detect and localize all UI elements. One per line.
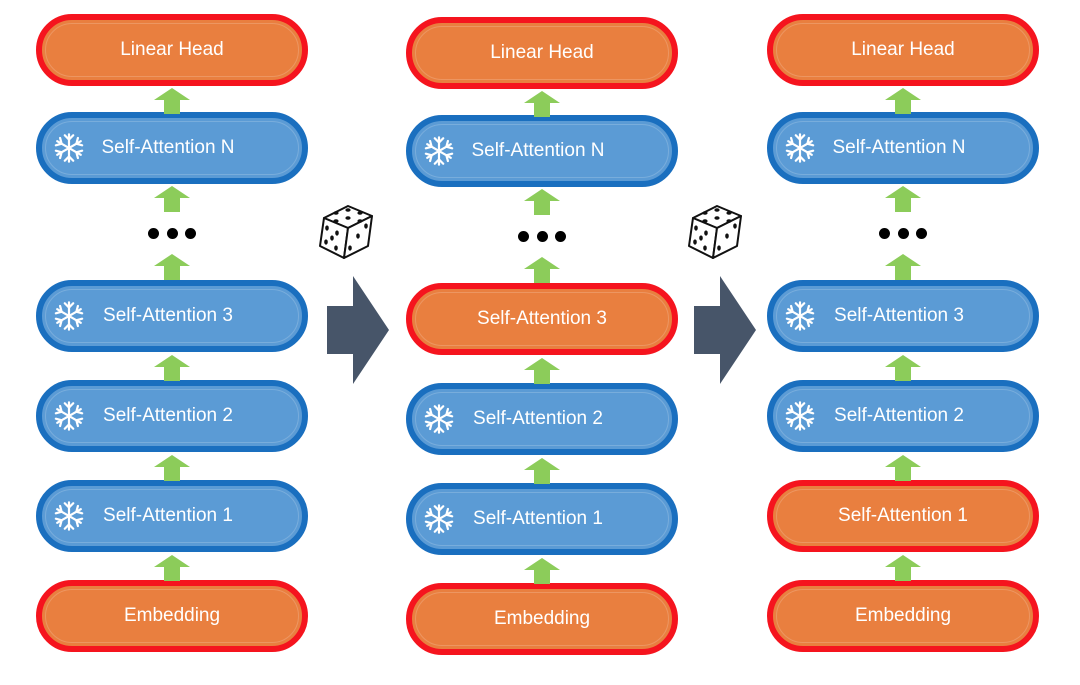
dice-icon bbox=[683, 200, 747, 264]
dot bbox=[879, 227, 890, 239]
up-arrow-icon bbox=[154, 455, 190, 481]
snowflake-icon bbox=[52, 131, 86, 165]
layer-self-attention-n-frozen: Self-Attention N bbox=[36, 112, 308, 184]
ellipsis bbox=[879, 226, 927, 240]
layer-label: Self-Attention N bbox=[832, 137, 966, 158]
snowflake-icon bbox=[52, 499, 86, 533]
snowflake-icon bbox=[783, 299, 817, 333]
dot bbox=[897, 227, 909, 239]
up-arrow-icon bbox=[885, 254, 921, 280]
layer-linear-head-trainable: Linear Head bbox=[406, 17, 678, 89]
up-arrow-icon bbox=[524, 91, 560, 117]
layer-label: Self-Attention 1 bbox=[103, 505, 233, 526]
snowflake-icon bbox=[783, 131, 817, 165]
layer-label: Self-Attention 2 bbox=[103, 405, 233, 426]
layer-self-attention-1-frozen: Self-Attention 1 bbox=[36, 480, 308, 552]
model-column-3: Linear Head Self-Attention N bbox=[767, 0, 1039, 682]
right-arrow-icon bbox=[694, 276, 756, 384]
layer-label: Self-Attention 1 bbox=[838, 505, 968, 526]
snowflake-icon bbox=[52, 399, 86, 433]
up-arrow-icon bbox=[154, 355, 190, 381]
up-arrow-icon bbox=[524, 358, 560, 384]
dice-icon bbox=[314, 200, 378, 264]
ellipsis bbox=[148, 226, 196, 240]
up-arrow-icon bbox=[154, 186, 190, 212]
layer-label: Self-Attention 2 bbox=[473, 408, 603, 429]
dot bbox=[916, 227, 927, 239]
layer-label: Embedding bbox=[123, 605, 221, 626]
up-arrow-icon bbox=[154, 555, 190, 581]
layer-self-attention-2-frozen: Self-Attention 2 bbox=[36, 380, 308, 452]
snowflake-icon bbox=[422, 402, 456, 436]
layer-label: Embedding bbox=[493, 608, 591, 629]
snowflake-icon bbox=[52, 299, 86, 333]
up-arrow-icon bbox=[885, 455, 921, 481]
layer-label: Self-Attention 2 bbox=[834, 405, 964, 426]
layer-self-attention-3-frozen: Self-Attention 3 bbox=[36, 280, 308, 352]
up-arrow-icon bbox=[154, 88, 190, 114]
layer-linear-head-trainable: Linear Head bbox=[36, 14, 308, 86]
up-arrow-icon bbox=[885, 555, 921, 581]
layer-self-attention-1-frozen: Self-Attention 1 bbox=[406, 483, 678, 555]
layer-embedding-trainable: Embedding bbox=[406, 583, 678, 655]
layer-linear-head-trainable: Linear Head bbox=[767, 14, 1039, 86]
layer-label: Embedding bbox=[854, 605, 952, 626]
layer-label: Linear Head bbox=[490, 42, 594, 63]
up-arrow-icon bbox=[885, 355, 921, 381]
layer-label: Linear Head bbox=[851, 39, 955, 60]
layer-label: Self-Attention 3 bbox=[103, 305, 233, 326]
layer-self-attention-1-trainable: Self-Attention 1 bbox=[767, 480, 1039, 552]
layer-self-attention-3-frozen: Self-Attention 3 bbox=[767, 280, 1039, 352]
layer-self-attention-2-frozen: Self-Attention 2 bbox=[767, 380, 1039, 452]
up-arrow-icon bbox=[524, 257, 560, 283]
dot bbox=[536, 230, 548, 242]
layer-self-attention-2-frozen: Self-Attention 2 bbox=[406, 383, 678, 455]
model-column-1: Linear Head Self-Attention N bbox=[36, 0, 308, 682]
up-arrow-icon bbox=[154, 254, 190, 280]
layer-self-attention-n-frozen: Self-Attention N bbox=[406, 115, 678, 187]
layer-self-attention-3-trainable: Self-Attention 3 bbox=[406, 283, 678, 355]
snowflake-icon bbox=[422, 134, 456, 168]
snowflake-icon bbox=[422, 502, 456, 536]
dot bbox=[148, 227, 159, 239]
snowflake-icon bbox=[783, 399, 817, 433]
ellipsis bbox=[518, 229, 566, 243]
up-arrow-icon bbox=[524, 558, 560, 584]
up-arrow-icon bbox=[524, 458, 560, 484]
right-arrow-icon bbox=[327, 276, 389, 384]
dot bbox=[555, 230, 566, 242]
layer-label: Self-Attention 3 bbox=[834, 305, 964, 326]
up-arrow-icon bbox=[524, 189, 560, 215]
dot bbox=[185, 227, 196, 239]
model-column-2: Linear Head Self-Attention N Self-Attenti… bbox=[406, 3, 678, 685]
layer-label: Self-Attention 1 bbox=[473, 508, 603, 529]
dot bbox=[518, 230, 529, 242]
layer-label: Self-Attention 3 bbox=[477, 308, 607, 329]
up-arrow-icon bbox=[885, 186, 921, 212]
up-arrow-icon bbox=[885, 88, 921, 114]
layer-embedding-trainable: Embedding bbox=[767, 580, 1039, 652]
layer-embedding-trainable: Embedding bbox=[36, 580, 308, 652]
layer-label: Linear Head bbox=[120, 39, 224, 60]
layer-label: Self-Attention N bbox=[101, 137, 235, 158]
layer-self-attention-n-frozen: Self-Attention N bbox=[767, 112, 1039, 184]
layer-label: Self-Attention N bbox=[471, 140, 605, 161]
dot bbox=[166, 227, 178, 239]
